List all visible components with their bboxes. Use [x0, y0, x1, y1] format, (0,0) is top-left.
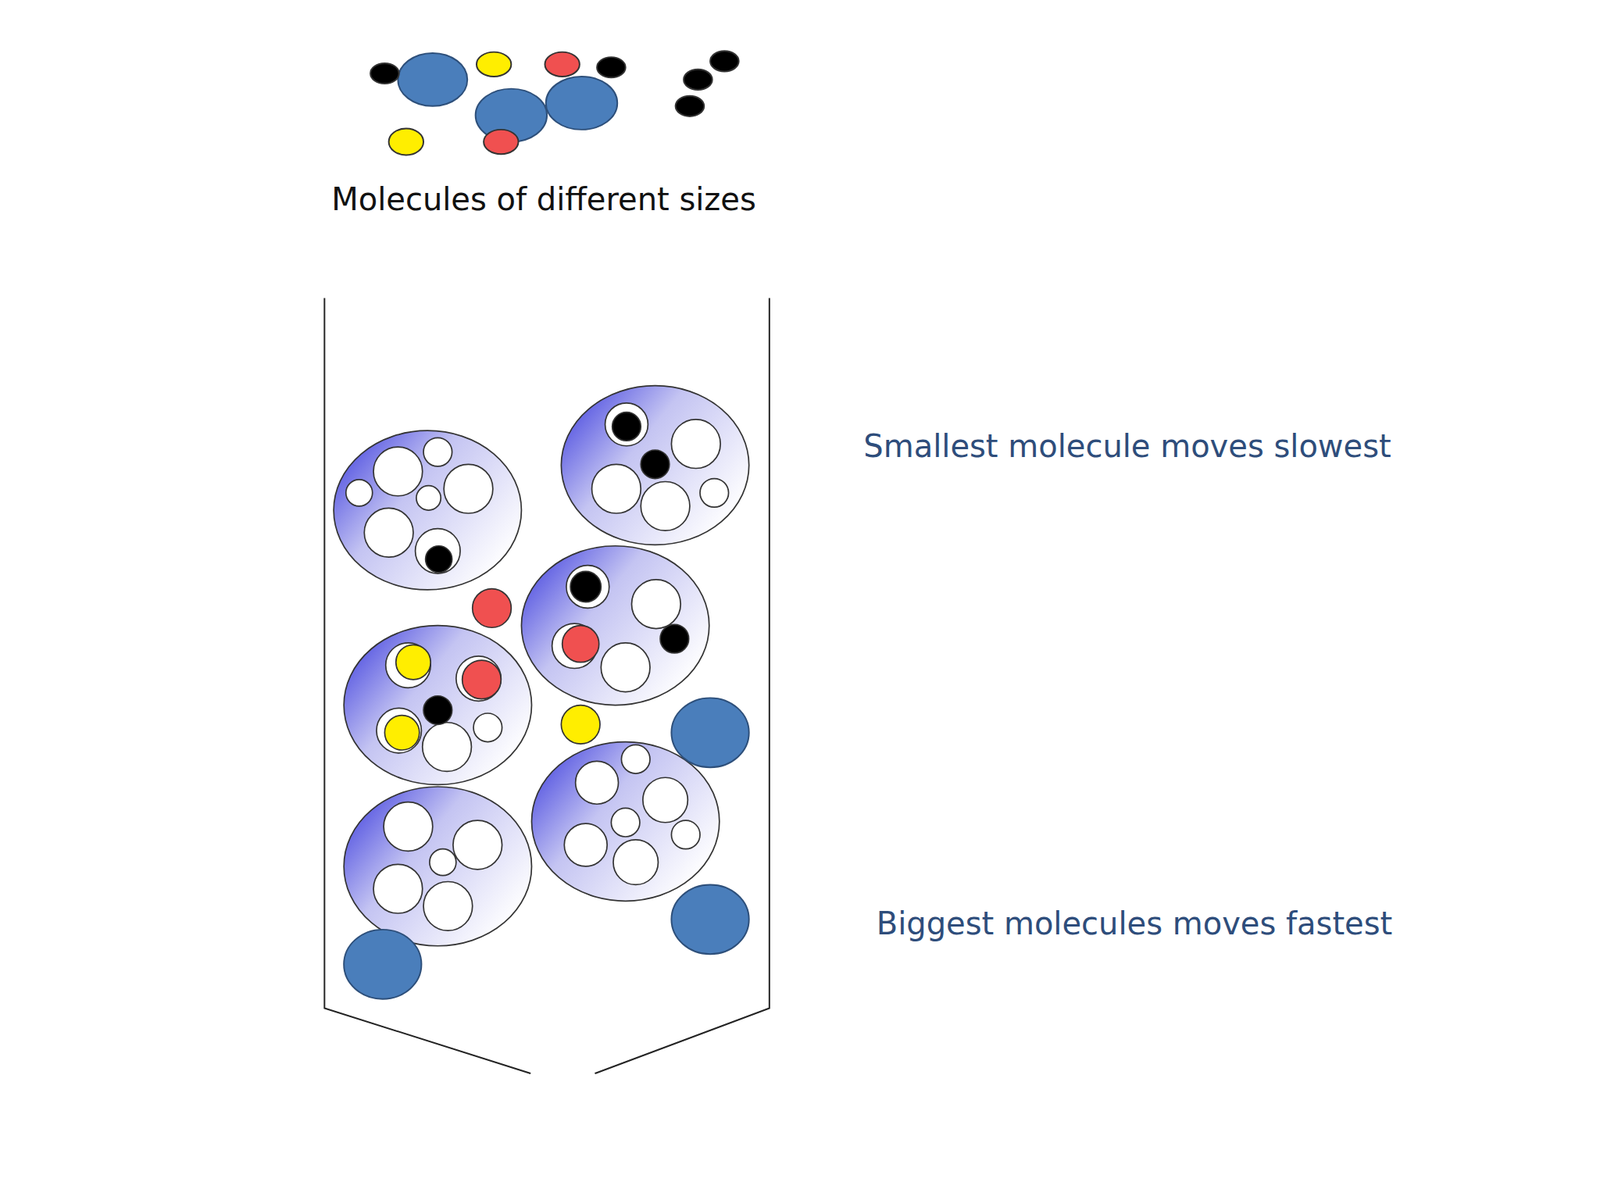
pore: [640, 481, 690, 531]
pore: [600, 642, 650, 693]
pore: [621, 744, 650, 774]
medium-molecule: [396, 644, 431, 679]
tiny-molecule: [423, 696, 453, 725]
annotation-text: Biggest molecules moves fastest: [876, 904, 1393, 943]
porous-bead: [521, 546, 709, 706]
large-molecule: [397, 53, 468, 107]
medium-molecule: [476, 52, 511, 77]
pore: [423, 881, 473, 931]
pore: [671, 820, 700, 850]
tiny-molecule: [710, 50, 740, 72]
tiny-molecule: [612, 412, 642, 442]
pore: [415, 528, 461, 574]
large-molecule: [671, 884, 749, 954]
large-molecule: [671, 697, 749, 768]
large-molecule: [546, 76, 618, 130]
pore: [631, 579, 681, 629]
tiny-molecule: [640, 450, 670, 479]
pore: [385, 642, 431, 688]
pore: [346, 479, 373, 507]
pores: [592, 403, 729, 531]
pore: [429, 849, 457, 876]
beads: [333, 385, 750, 947]
pore: [364, 507, 414, 558]
tiny-molecule: [370, 63, 400, 84]
small-molecule: [462, 660, 502, 700]
pore: [373, 446, 423, 497]
small-molecule: [472, 589, 512, 629]
large-molecule: [343, 929, 422, 1000]
pore: [383, 802, 433, 852]
small-molecule: [544, 52, 579, 77]
pore: [671, 419, 721, 469]
free-molecules: [472, 589, 600, 745]
tiny-molecule: [683, 69, 713, 90]
pore: [613, 839, 658, 885]
tiny-molecule: [675, 96, 705, 117]
pores: [376, 642, 503, 772]
pore: [605, 403, 649, 447]
caption-text: Molecules of different sizes: [331, 180, 757, 218]
annotation-text: Smallest molecule moves slowest: [863, 427, 1391, 465]
small-molecule: [562, 625, 600, 663]
medium-molecule: [560, 705, 600, 745]
pore: [422, 722, 472, 772]
porous-bead: [333, 430, 522, 590]
porous-bead: [560, 385, 749, 546]
small-molecules: [370, 50, 740, 155]
pore: [473, 713, 503, 743]
pore: [610, 807, 640, 837]
pores: [346, 437, 493, 574]
porous-bead: [343, 625, 532, 786]
porous-bead: [531, 742, 719, 902]
medium-molecule: [389, 128, 424, 156]
pore: [700, 478, 729, 508]
pore: [564, 823, 608, 867]
tiny-molecule: [596, 57, 626, 78]
tiny-molecule: [660, 624, 690, 654]
pore: [642, 777, 688, 822]
pore: [566, 565, 610, 609]
small-molecule: [483, 129, 518, 154]
pore: [376, 707, 422, 753]
tiny-molecule: [425, 546, 453, 573]
pore: [373, 864, 423, 914]
porous-bead: [343, 786, 532, 947]
column: [324, 297, 769, 1074]
medium-molecule: [384, 715, 419, 750]
pore: [456, 656, 501, 701]
pore: [416, 485, 441, 511]
pores: [552, 565, 682, 693]
pore: [592, 464, 642, 514]
pores: [564, 744, 700, 885]
pore: [453, 820, 503, 870]
tiny-molecule: [570, 571, 601, 602]
large-molecules: [343, 697, 750, 999]
pores: [373, 802, 503, 932]
pore: [575, 760, 619, 804]
pore: [443, 464, 493, 514]
pore: [423, 437, 453, 467]
